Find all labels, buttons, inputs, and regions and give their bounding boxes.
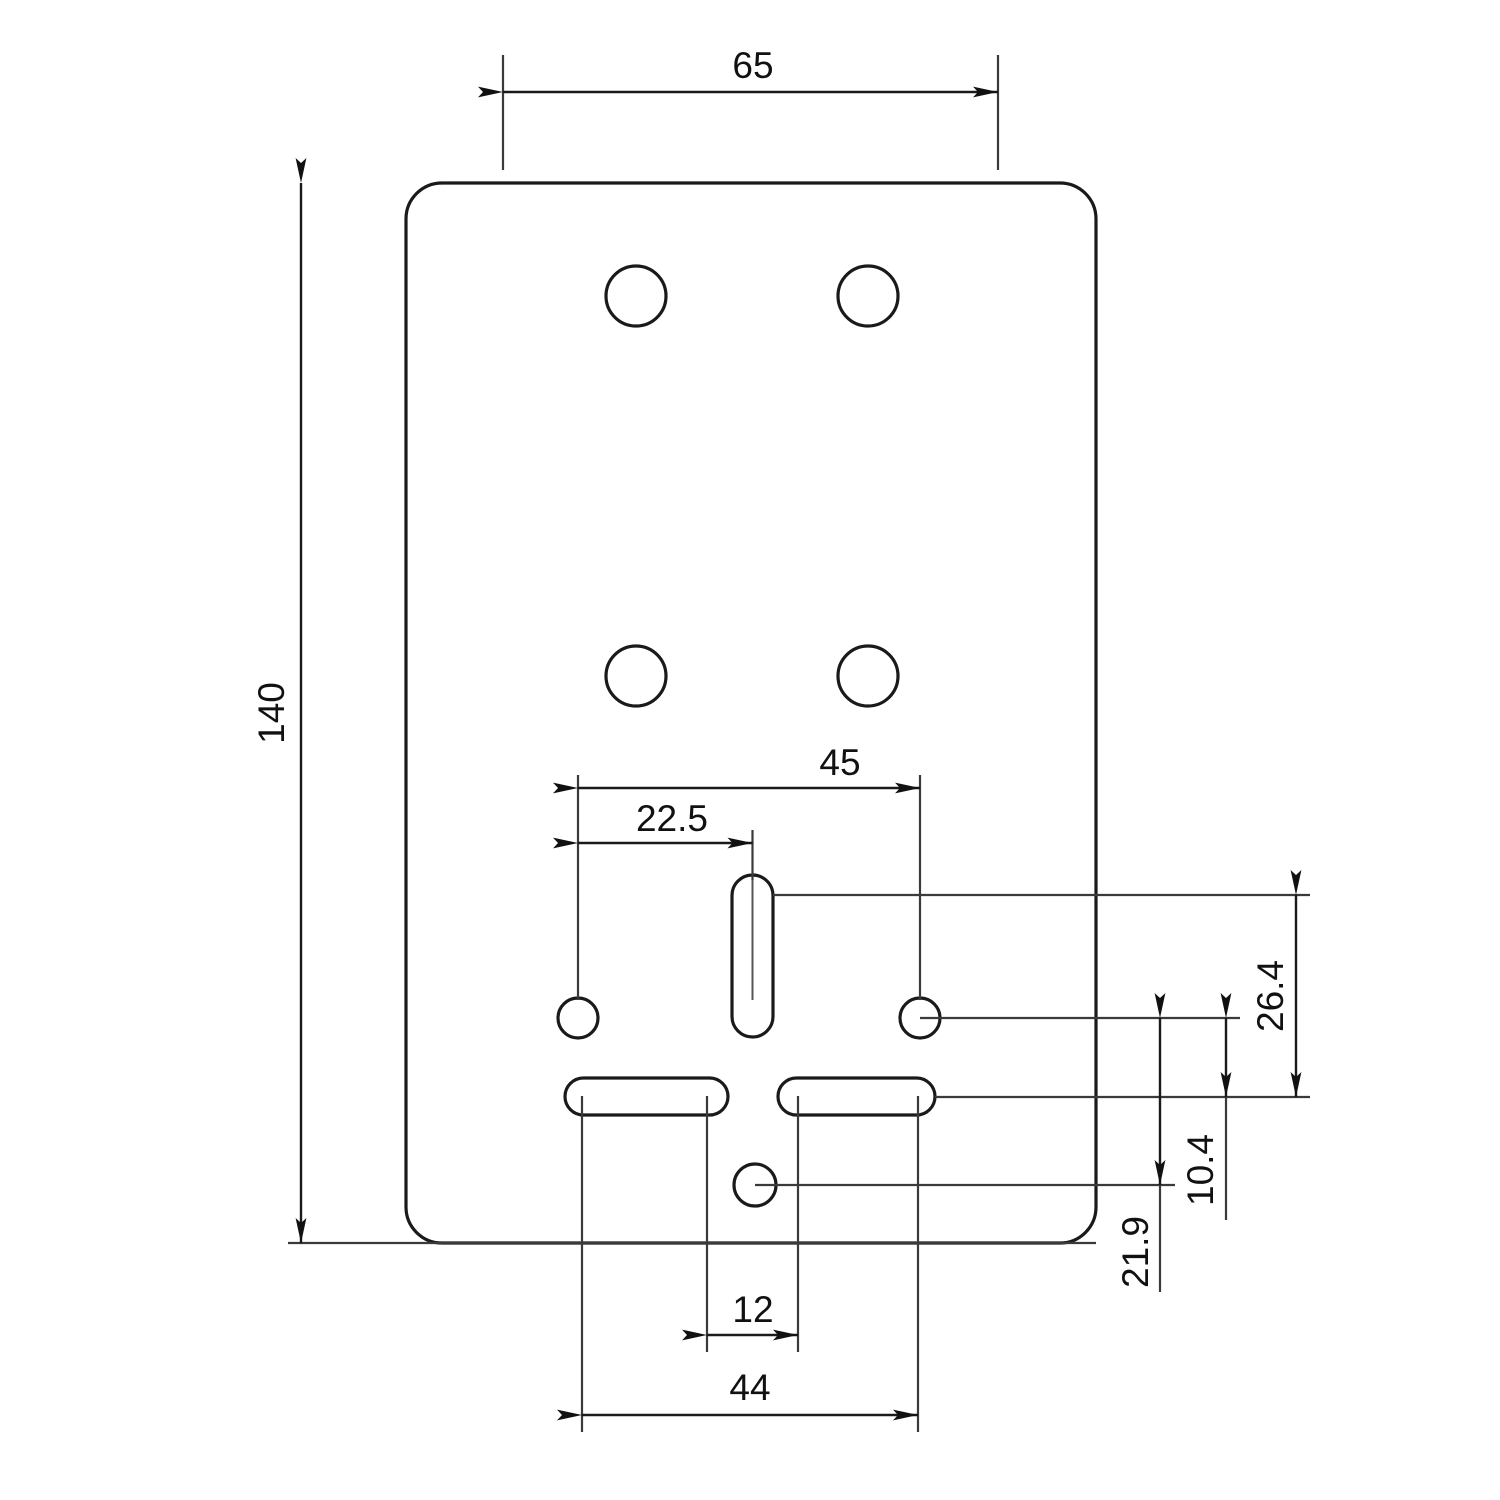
top-left-hole bbox=[604, 264, 668, 328]
dimension-lines-group bbox=[295, 86, 1302, 1421]
dim-text-26-4: 26.4 bbox=[1250, 960, 1291, 1032]
dim-text-12: 12 bbox=[732, 1289, 773, 1330]
horizontal-slot-left bbox=[563, 1076, 730, 1117]
dim-text-45: 45 bbox=[819, 742, 860, 783]
dim-text-44: 44 bbox=[729, 1367, 770, 1408]
plate-outline bbox=[404, 181, 1098, 1245]
extension-lines-group bbox=[288, 55, 1310, 1432]
small-left-hole bbox=[556, 996, 600, 1040]
top-right-hole bbox=[836, 264, 900, 328]
dim-text-65: 65 bbox=[732, 45, 773, 86]
dim-text-22-5: 22.5 bbox=[636, 798, 708, 839]
holes-group bbox=[556, 264, 942, 1208]
dim-text-21-9: 21.9 bbox=[1115, 1216, 1156, 1288]
horizontal-slot-right bbox=[776, 1076, 937, 1117]
mid-right-hole bbox=[836, 644, 900, 708]
mid-left-hole bbox=[604, 644, 668, 708]
dimension-text-group: 65 140 45 22.5 26.4 10.4 21.9 12 44 bbox=[251, 45, 1291, 1408]
dim-text-10-4: 10.4 bbox=[1180, 1134, 1221, 1206]
dim-text-140: 140 bbox=[251, 682, 292, 744]
part-outline-group bbox=[404, 181, 1098, 1245]
